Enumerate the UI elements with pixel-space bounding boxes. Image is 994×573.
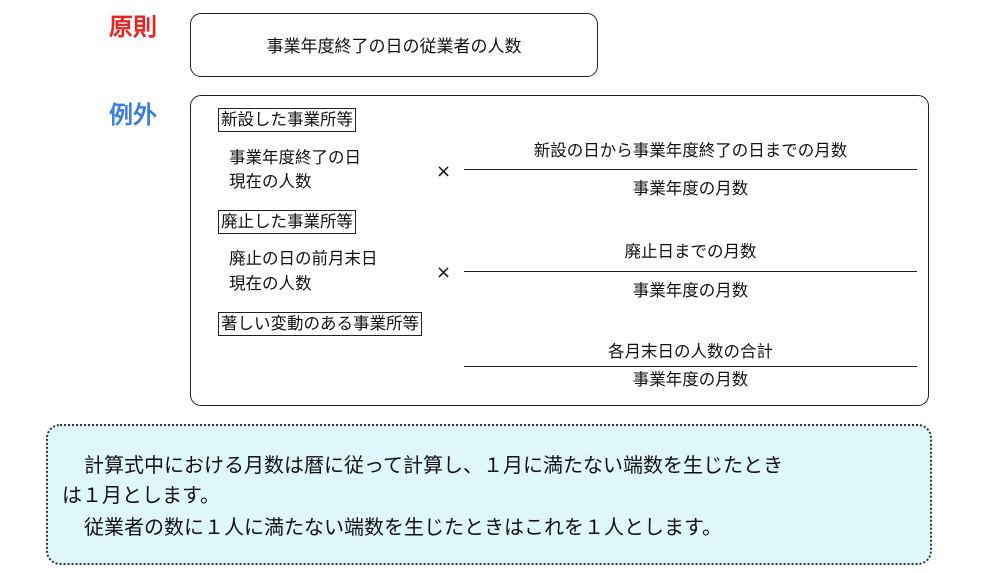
case-closed-left-line1: 廃止の日の前月末日 [229, 249, 378, 268]
note-line-2: は１月とします。 [62, 483, 220, 507]
case-new-left-line2: 現在の人数 [229, 172, 312, 191]
principle-box: 事業年度終了の日の従業者の人数 [190, 13, 598, 77]
fraction-bar [464, 366, 917, 367]
case-new-denominator: 事業年度の月数 [632, 179, 749, 198]
case-closed-numerator: 廃止日までの月数 [624, 242, 757, 261]
principle-text: 事業年度終了の日の従業者の人数 [266, 37, 522, 57]
case-new-numerator: 新設の日から事業年度終了の日までの月数 [533, 141, 848, 160]
case-new-left-line1: 事業年度終了の日 [229, 148, 361, 167]
exception-heading: 例外 [109, 101, 157, 129]
case-closed-denominator: 事業年度の月数 [632, 281, 749, 300]
multiply-operator: × [436, 262, 452, 283]
case-fluctuating-numerator: 各月末日の人数の合計 [608, 342, 773, 361]
case-tag-new: 新設した事業所等 [218, 108, 356, 132]
principle-heading: 原則 [109, 13, 157, 41]
case-closed-left-line2: 現在の人数 [229, 274, 312, 293]
fraction-bar [464, 271, 917, 272]
case-fluctuating-denominator: 事業年度の月数 [632, 370, 749, 389]
case-tag-fluctuating: 著しい変動のある事業所等 [218, 312, 422, 336]
multiply-operator: × [436, 161, 452, 182]
note-box: 計算式中における月数は暦に従って計算し、１月に満たない端数を生じたとき は１月と… [46, 424, 932, 565]
fraction-bar [464, 169, 917, 170]
exception-box: 新設した事業所等 事業年度終了の日 現在の人数 × 新設の日から事業年度終了の日… [190, 95, 929, 406]
note-line-1: 計算式中における月数は暦に従って計算し、１月に満たない端数を生じたとき [84, 453, 783, 477]
case-tag-closed: 廃止した事業所等 [218, 210, 356, 234]
note-line-3: 従業者の数に１人に満たない端数を生じたときはこれを１人とします。 [84, 515, 722, 539]
